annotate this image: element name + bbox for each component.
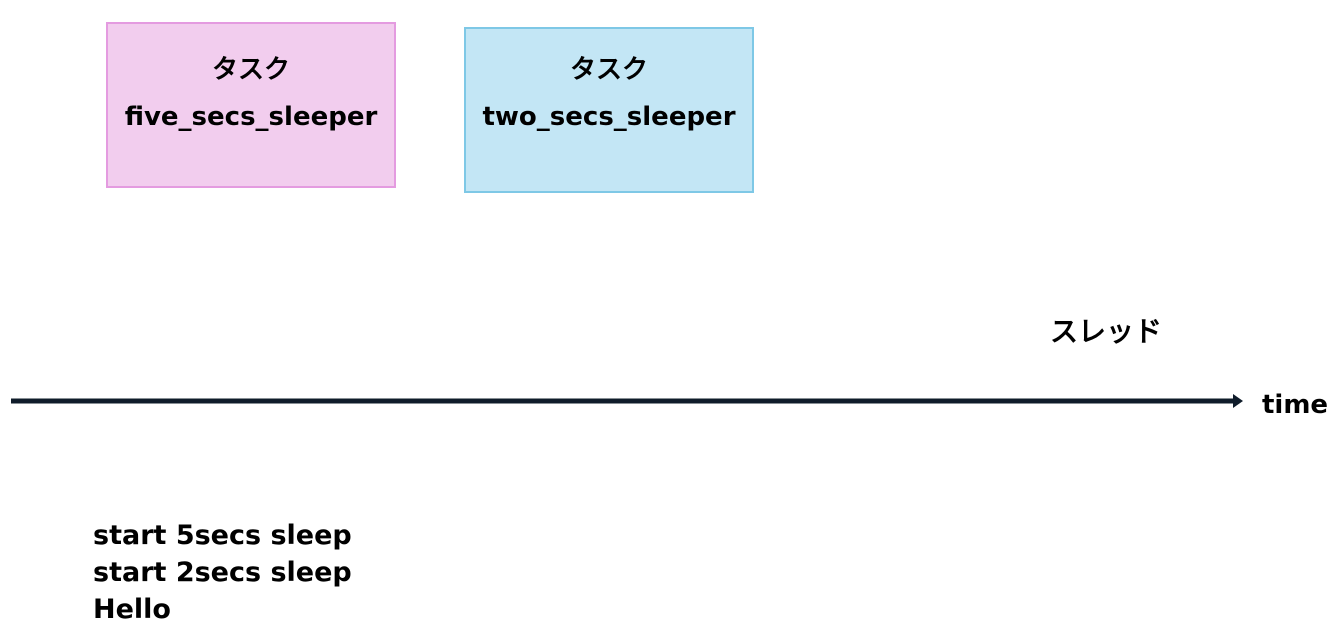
thread-label: スレッド	[1050, 315, 1163, 348]
task-box-two-secs-sleeper: タスク two_secs_sleeper	[464, 27, 754, 193]
task-label: タスク	[569, 55, 648, 85]
output-line: start 5secs sleep	[93, 520, 352, 551]
output-line: Hello	[93, 594, 171, 625]
arrow-head-icon	[1233, 394, 1243, 408]
output-line: start 2secs sleep	[93, 557, 352, 588]
time-axis-label: time	[1262, 390, 1329, 420]
time-axis-arrow	[11, 394, 1243, 408]
task-name: five_secs_sleeper	[124, 102, 378, 132]
console-output: start 5secs sleep start 2secs sleep Hell…	[93, 517, 352, 628]
task-name: two_secs_sleeper	[482, 102, 736, 132]
task-box-five-secs-sleeper: タスク five_secs_sleeper	[106, 22, 396, 188]
task-label: タスク	[211, 55, 290, 85]
